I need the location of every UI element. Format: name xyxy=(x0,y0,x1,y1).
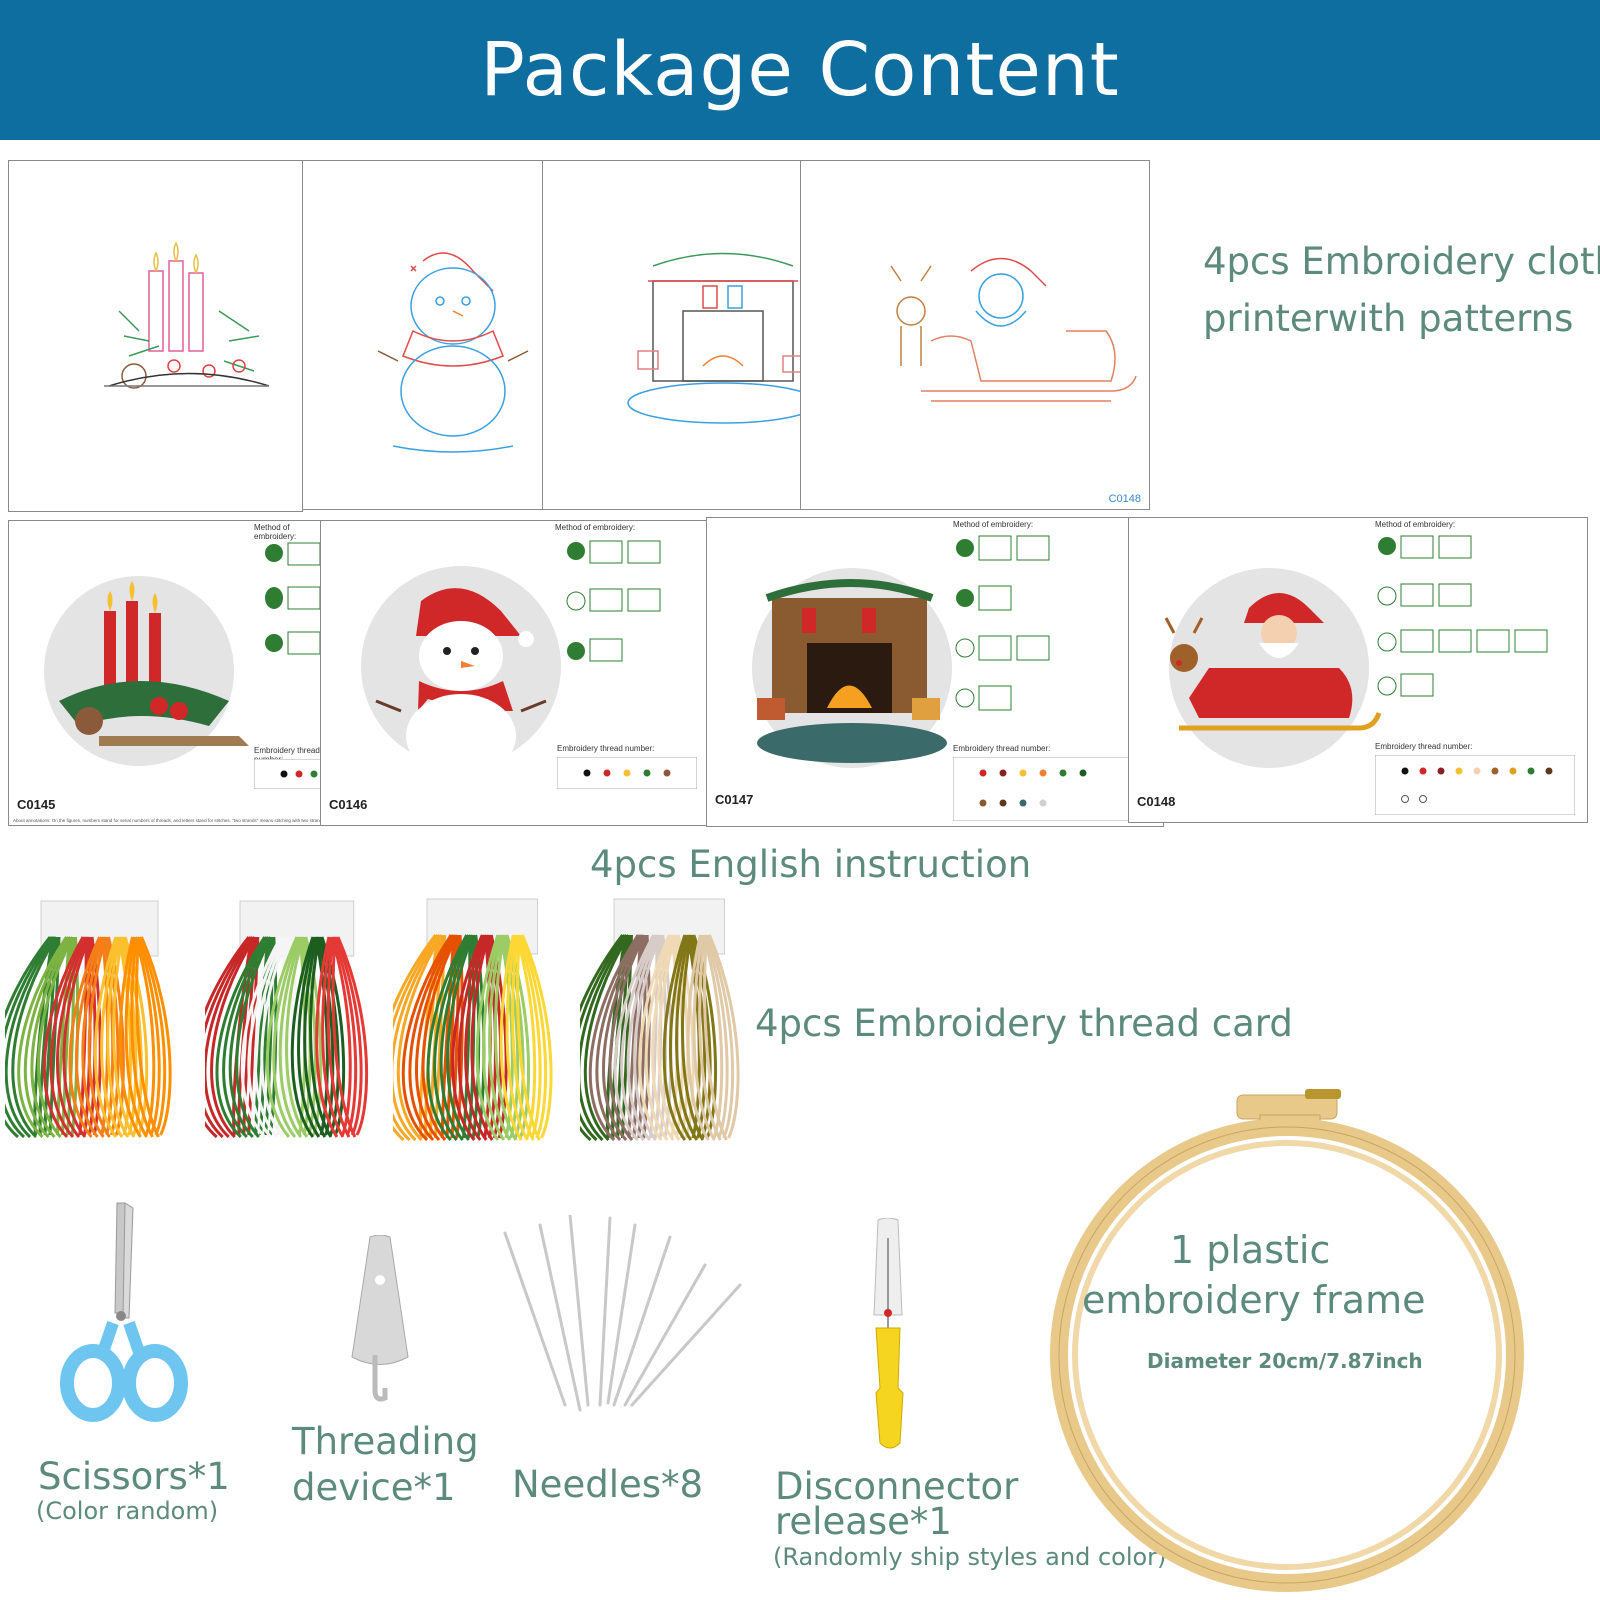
instruction-code-label: C0145 xyxy=(17,797,56,812)
thread-card-3 xyxy=(393,895,563,1150)
thread-strand xyxy=(321,936,358,1138)
cloth-caption-line2: printerwith patterns xyxy=(1203,297,1574,340)
thread-strand xyxy=(494,934,531,1141)
instruction-code-label: C0148 xyxy=(1137,794,1176,809)
disconnector-label-line2: release*1 xyxy=(775,1500,952,1543)
stitch-samples-icon xyxy=(1377,535,1548,697)
thread-skein-icon xyxy=(580,898,740,1142)
thread-strand xyxy=(686,934,724,1141)
frame-diameter-label: Diameter 20cm/7.87inch xyxy=(1147,1349,1423,1373)
seam-ripper-icon xyxy=(873,1218,904,1449)
snowman-instruction-illustration xyxy=(361,566,561,778)
fireplace-pattern-icon xyxy=(627,252,801,424)
thread-number-label: Embroidery thread number: xyxy=(953,744,1051,753)
instruction-sheet-c0148: Method of embroidery: Embroidery thread … xyxy=(1128,517,1588,823)
instruction-method-heading: Method of embroidery: xyxy=(953,520,1034,529)
needles-label: Needles*8 xyxy=(512,1463,704,1506)
thread-strand xyxy=(692,934,729,1141)
thread-number-table xyxy=(1375,755,1575,815)
page-title: Package Content xyxy=(480,27,1120,113)
header-banner: Package Content xyxy=(0,0,1600,140)
instruction-footnote: About annotations: On the figures, numbe… xyxy=(13,818,326,823)
santa-sleigh-pattern-icon xyxy=(890,257,1137,402)
thread-card-4 xyxy=(580,895,750,1150)
fireplace-instruction-illustration xyxy=(752,568,952,768)
thread-strand xyxy=(331,936,369,1138)
thread-number-label: Embroidery thread number: xyxy=(1375,742,1473,751)
embroidery-hoop-icon xyxy=(1050,1089,1524,1592)
thread-strand xyxy=(315,936,352,1138)
needles-icon xyxy=(503,1215,742,1412)
instruction-sheet-c0145: Method of embroidery: Embroidery thread … xyxy=(8,520,330,826)
instruction-method-heading: Method of embroidery: xyxy=(254,523,297,541)
cloth-panel-candles xyxy=(8,160,303,512)
thread-strand xyxy=(516,934,553,1141)
disconnector-sub-label: (Randomly ship styles and color) xyxy=(773,1543,1167,1571)
cloth-caption-line1: 4pcs Embroidery cloth xyxy=(1203,240,1600,283)
thread-number-table xyxy=(953,757,1153,821)
snowman-pattern-icon xyxy=(377,252,529,453)
scissors-icon xyxy=(60,1202,188,1422)
candles-instruction-illustration xyxy=(44,576,249,766)
thread-strand xyxy=(703,934,740,1141)
thread-card-1 xyxy=(5,897,185,1147)
santa-instruction-illustration xyxy=(1164,568,1382,768)
cloth-panel-santa: C0148 xyxy=(800,160,1150,510)
frame-label-line1: 1 plastic xyxy=(1170,1228,1331,1272)
thread-skein-icon xyxy=(5,900,172,1139)
cloth-panel-fireplace xyxy=(542,160,804,510)
thread-strand xyxy=(675,934,712,1141)
thread-strand xyxy=(135,936,172,1138)
thread-card-2 xyxy=(205,897,380,1147)
thread-skein-icon xyxy=(393,898,553,1142)
thread-skein-icon xyxy=(205,900,369,1139)
thread-strand xyxy=(499,934,537,1141)
thread-strand xyxy=(130,936,167,1138)
instruction-code-label: C0146 xyxy=(329,797,368,812)
threader-label-line1: Threading xyxy=(292,1420,479,1463)
candles-pattern-icon xyxy=(104,241,270,389)
disconnector-label-line1: Disconnector xyxy=(775,1465,1019,1508)
thread-number-label: Embroidery thread number: xyxy=(557,744,655,753)
scissors-label: Scissors*1 xyxy=(38,1455,230,1498)
thread-strand xyxy=(488,934,525,1141)
instruction-sheet-c0146: Method of embroidery: Embroidery thread … xyxy=(320,520,712,826)
thread-caption: 4pcs Embroidery thread card xyxy=(755,1002,1293,1045)
stitch-samples-icon xyxy=(566,540,661,662)
stitch-samples-icon xyxy=(265,542,321,655)
thread-number-table xyxy=(557,757,697,789)
thread-strand xyxy=(511,934,548,1141)
instruction-method-heading: Method of embroidery: xyxy=(555,523,636,532)
thread-strand xyxy=(505,934,542,1141)
instruction-sheet-c0147: Method of embroidery: Embroidery thread … xyxy=(706,517,1164,827)
cloth-panel-snowman xyxy=(302,160,545,510)
thread-strand xyxy=(326,936,363,1138)
thread-strand xyxy=(124,936,161,1138)
threader-icon xyxy=(351,1235,409,1402)
thread-strand xyxy=(681,934,718,1141)
thread-strand xyxy=(118,936,156,1138)
thread-number-table xyxy=(254,759,326,789)
instruction-caption: 4pcs English instruction xyxy=(590,843,1032,886)
scissors-sub-label: (Color random) xyxy=(36,1497,219,1525)
stitch-samples-icon xyxy=(955,535,1050,711)
threader-label-line2: device*1 xyxy=(292,1466,456,1509)
thread-strand xyxy=(698,934,735,1141)
cloth-code-label: C0148 xyxy=(1108,493,1141,505)
instruction-code-label: C0147 xyxy=(715,792,754,807)
frame-label-line2: embroidery frame xyxy=(1082,1278,1426,1322)
instruction-method-heading: Method of embroidery: xyxy=(1375,520,1456,529)
